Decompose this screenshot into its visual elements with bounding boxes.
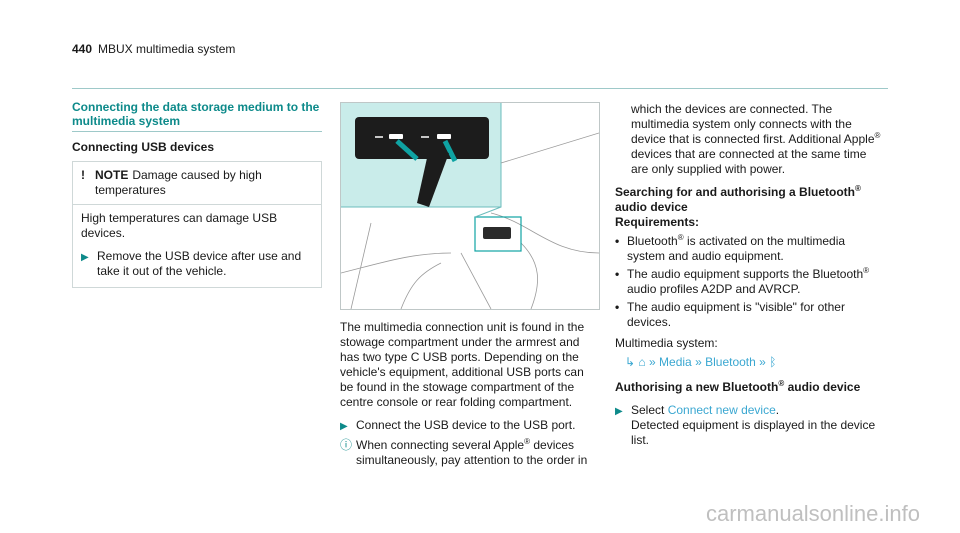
home-icon: ⌂	[638, 355, 646, 369]
list-item: • The audio equipment supports the Blueto…	[615, 267, 885, 297]
console-lines	[341, 132, 599, 309]
callout-line	[474, 206, 502, 218]
note-step: ▶ Remove the USB device after use and ta…	[81, 249, 313, 279]
req3: The audio equipment is "visible" for oth…	[627, 300, 845, 329]
req1-pre: Bluetooth	[627, 234, 678, 248]
step-arrow-icon: ▶	[81, 252, 89, 263]
usb-plug	[417, 149, 449, 207]
arrow-right	[442, 139, 458, 163]
usb-port-illustration	[340, 102, 600, 310]
req2-post: audio profiles A2DP and AVRCP.	[627, 282, 801, 296]
info-icon: ⓘ	[340, 438, 353, 452]
header-rule	[72, 88, 888, 89]
registered-mark: ®	[874, 131, 881, 140]
continuation-pre: which the devices are connected. The mul…	[631, 102, 875, 146]
registered-mark: ®	[524, 437, 531, 446]
chevron-icon: »	[759, 355, 766, 369]
bullet: •	[615, 300, 620, 314]
system-label: Multimedia system:	[615, 336, 718, 350]
registered-mark: ®	[855, 184, 861, 193]
console-port	[483, 227, 511, 239]
section-name: MBUX multimedia system	[98, 42, 236, 56]
path-media: Media	[659, 355, 692, 369]
list-item: • The audio equipment is "visible" for ot…	[615, 300, 885, 330]
note-label: NOTE	[95, 168, 129, 182]
registered-mark: ®	[677, 233, 684, 242]
apple-info-post: devices simultaneously, pay attention to…	[356, 438, 588, 467]
select-step: ▶ Select Connect new device.Detected equ…	[615, 403, 876, 447]
right-column: which the devices are connected. The mul…	[615, 102, 885, 448]
step-arrow-icon: ▶	[615, 406, 623, 417]
usb-port-2	[437, 134, 451, 139]
auth-heading-pre: Authorising a new Bluetooth	[615, 380, 779, 394]
connect-step: ▶ Connect the USB device to the USB port…	[340, 418, 598, 434]
usb-module	[355, 117, 489, 159]
step-arrow-icon: ▶	[340, 421, 348, 432]
warning-icon: !	[81, 168, 85, 182]
note-body-text: High temperatures can damage USB devices…	[81, 211, 278, 240]
auth-heading-post: audio device	[784, 380, 861, 394]
bluetooth-icon: ᛒ	[769, 355, 777, 369]
continuation-post: devices that are connected at the same t…	[631, 147, 867, 176]
apple-continuation: which the devices are connected. The mul…	[631, 102, 885, 177]
select-label: Select	[631, 403, 668, 417]
arrow-left	[395, 139, 419, 161]
page-number: 440	[72, 42, 93, 56]
path-arrow-icon: ↳	[625, 355, 636, 369]
page-header: 440 MBUX multimedia system	[72, 42, 888, 92]
path-bluetooth: Bluetooth	[705, 355, 756, 369]
section-rule	[72, 131, 322, 132]
note-step-text: Remove the USB device after use and take…	[97, 249, 302, 278]
registered-mark: ®	[863, 266, 870, 275]
search-heading-post: audio device	[615, 200, 688, 214]
watermark: carmanualsonline.info	[705, 501, 920, 526]
chevron-icon: »	[649, 355, 656, 369]
connect-new-device-link: Connect new device	[667, 403, 776, 417]
section-title: Connecting the data storage medium to th…	[72, 100, 320, 128]
usb-port-1	[389, 134, 403, 139]
usb-subheading: Connecting USB devices	[72, 140, 215, 154]
req1-post: is activated on the multimedia system an…	[627, 234, 846, 263]
registered-mark: ®	[778, 379, 785, 388]
detail-marker	[474, 216, 522, 252]
req2-pre: The audio equipment supports the Bluetoo…	[627, 267, 864, 281]
detected-text: Detected equipment is displayed in the d…	[631, 418, 876, 447]
menu-path: ↳ ⌂ » Media » Bluetooth » ᛒ	[625, 355, 885, 370]
middle-column: The multimedia connection unit is found …	[340, 320, 598, 468]
connect-step-text: Connect the USB device to the USB port.	[356, 418, 576, 432]
note-text: Damage caused by high temperatures	[95, 168, 262, 197]
console-illustration	[341, 103, 599, 309]
requirements-label: Requirements:	[615, 215, 700, 229]
bullet: •	[615, 234, 620, 248]
apple-info-pre: When connecting several Apple	[356, 438, 525, 452]
list-item: • Bluetooth® is activated on the multimed…	[615, 234, 885, 264]
chevron-icon: »	[695, 355, 702, 369]
apple-info: ⓘ When connecting several Apple® devices…	[340, 438, 598, 468]
search-heading-pre: Searching for and authorising a Bluetoot…	[615, 185, 856, 199]
bullet: •	[615, 267, 620, 281]
note-body: High temperatures can damage USB devices…	[73, 205, 321, 287]
connection-unit-paragraph: The multimedia connection unit is found …	[340, 320, 585, 409]
search-heading: Searching for and authorising a Bluetoot…	[615, 185, 885, 215]
authorise-heading: Authorising a new Bluetooth® audio devic…	[615, 380, 885, 395]
requirements-list: •Bluetooth® is activated on the multimed…	[615, 234, 885, 330]
